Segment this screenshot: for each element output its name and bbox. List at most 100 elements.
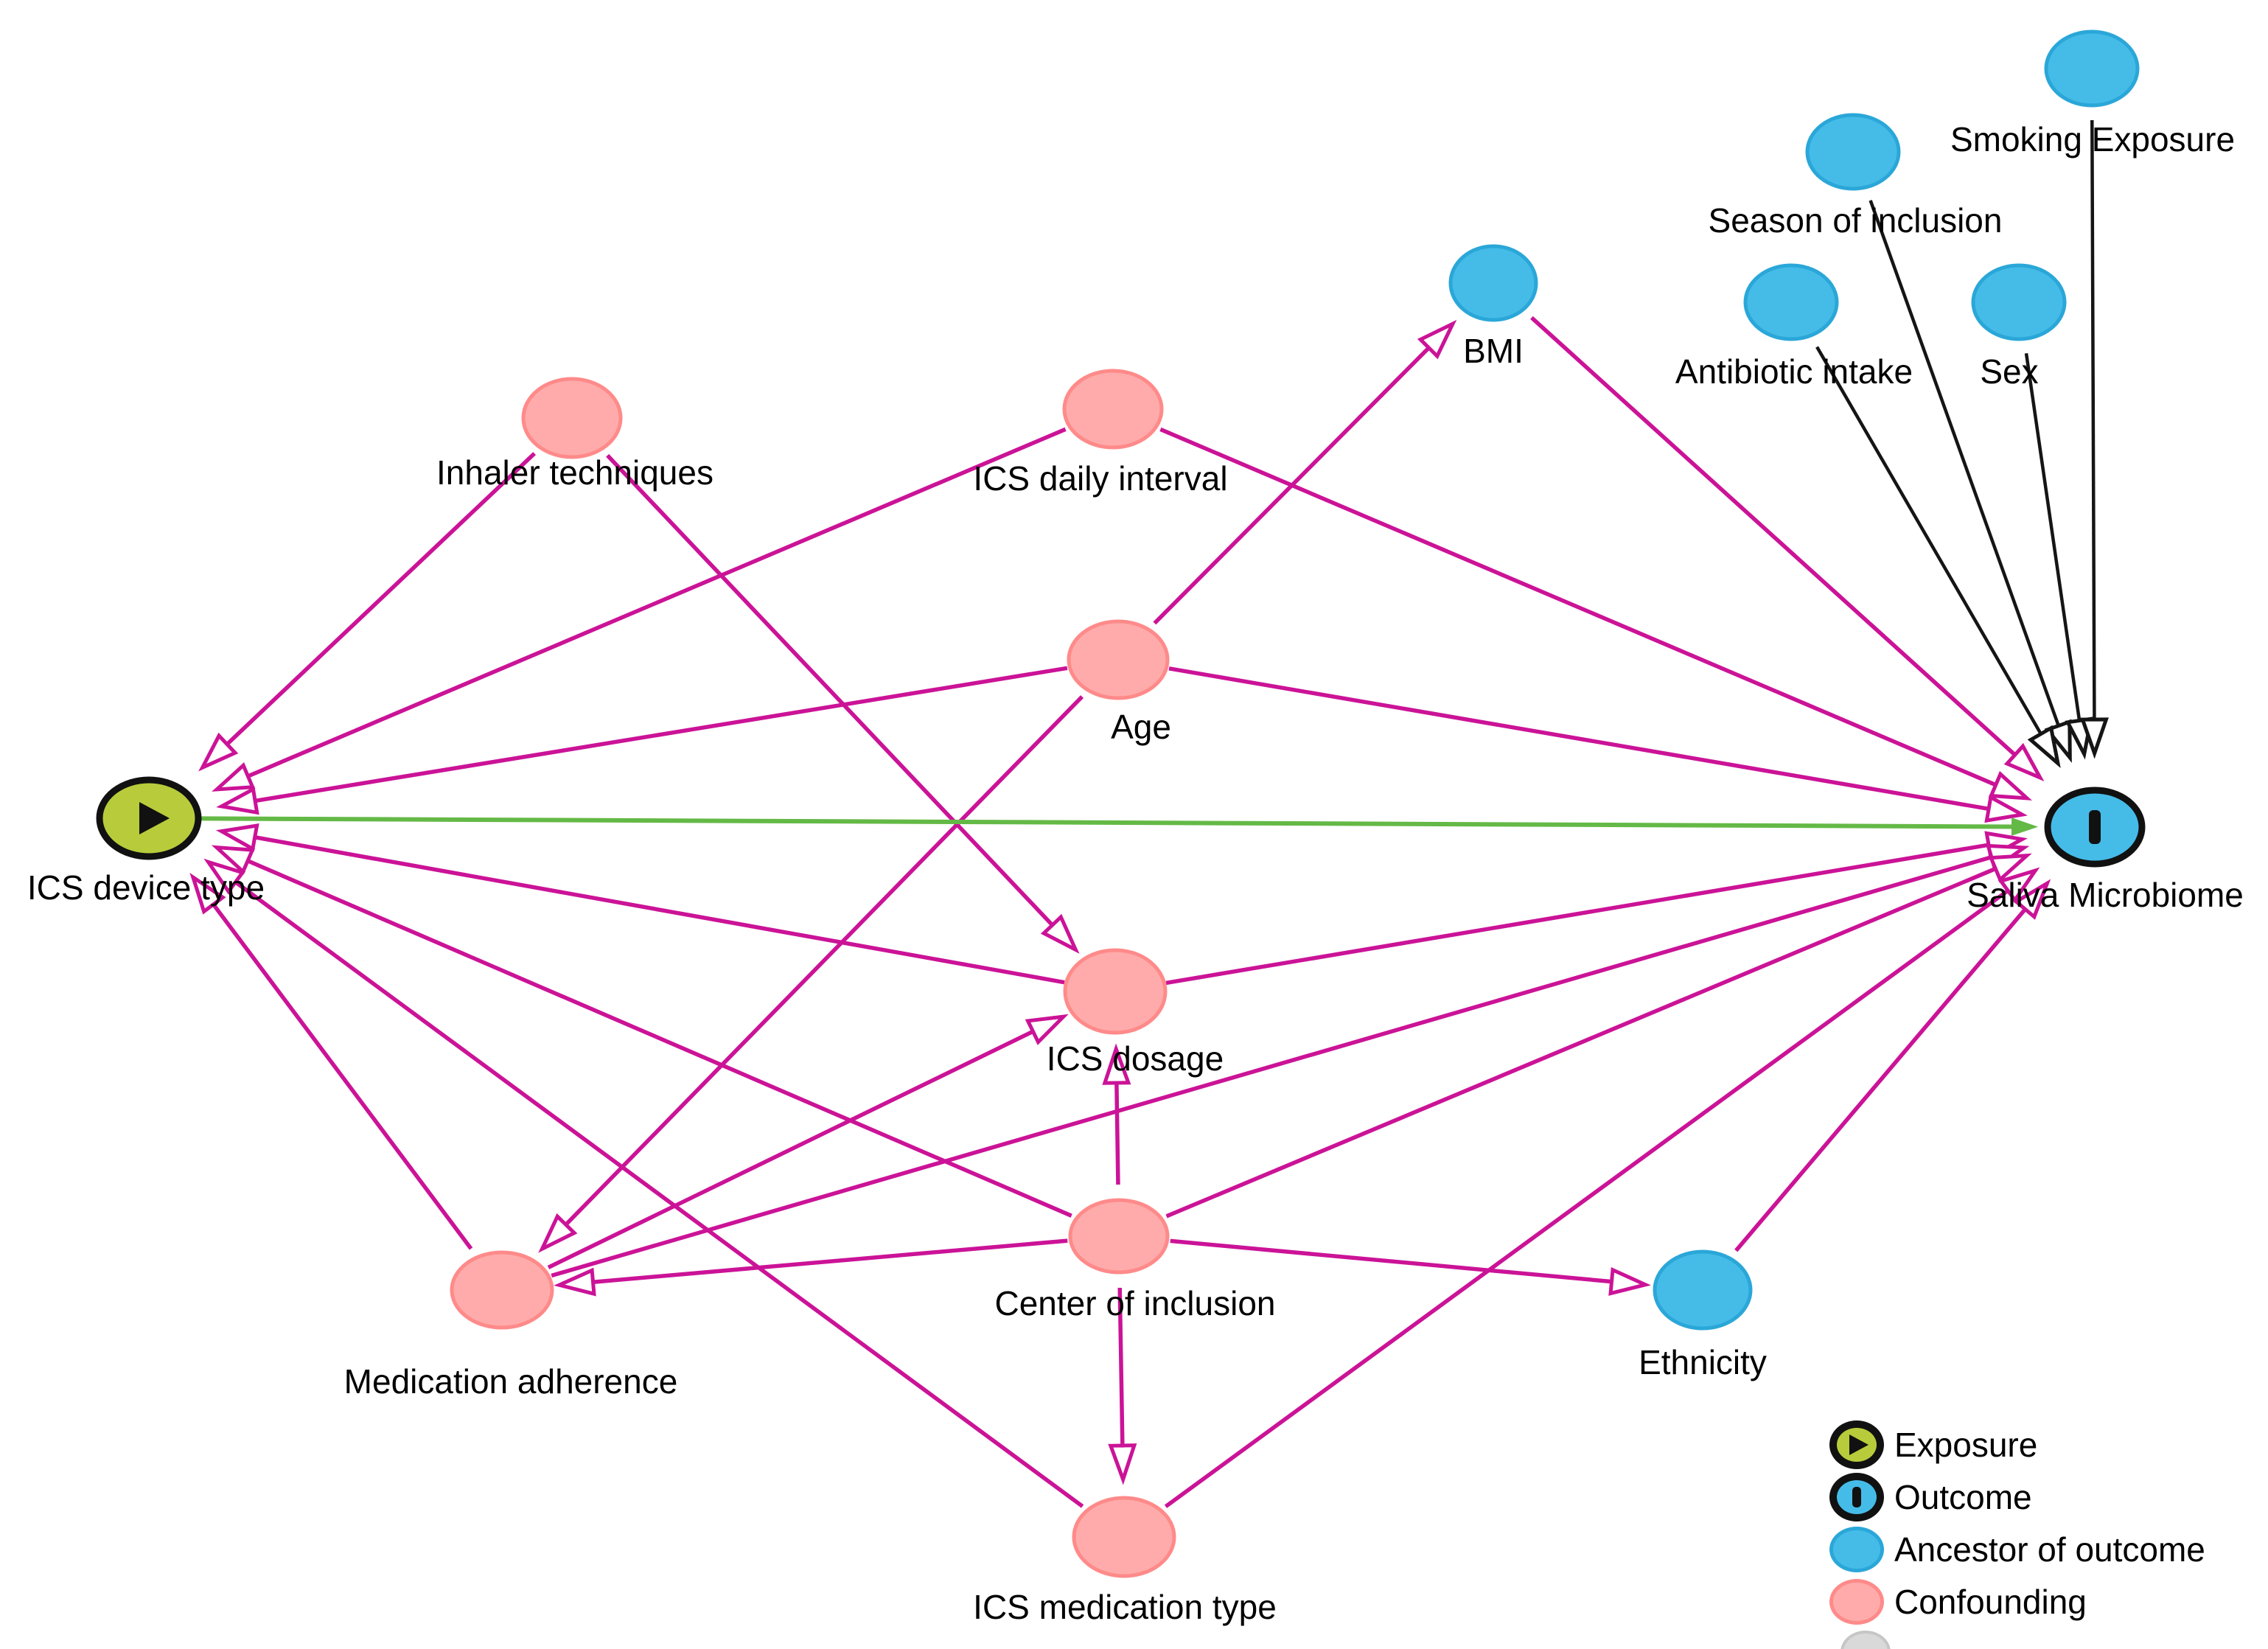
node-antibiotic-intake[interactable] <box>1743 263 1839 341</box>
edge-antibiotic-intake-to-saliva-microbiome <box>1815 346 2061 769</box>
edge-center-of-inclusion-to-ics-device-type <box>211 845 1072 1218</box>
arrowhead-icon <box>554 1267 596 1297</box>
vertical-bar-icon <box>2089 810 2101 844</box>
edge-line <box>2090 119 2096 720</box>
arrowhead-icon <box>1988 770 2032 801</box>
arrowhead-icon <box>2003 742 2045 782</box>
edge-line <box>593 1238 1068 1284</box>
node-label-ics-daily-interval: ICS daily interval <box>973 459 1227 498</box>
edge-line <box>212 903 473 1250</box>
node-ellipse-ethnicity[interactable] <box>1653 1249 1753 1331</box>
edge-medication-adherence-to-saliva-microbiome <box>551 843 2030 1278</box>
exposure-legend-icon <box>1829 1420 1884 1469</box>
edge-line <box>234 880 1084 1508</box>
node-ics-device-type[interactable] <box>96 776 202 860</box>
arrowhead-icon <box>2027 725 2061 769</box>
node-ellipse-ics-daily-interval[interactable] <box>1062 369 1164 450</box>
node-label-sex: Sex <box>1980 352 2038 391</box>
arrowhead-icon <box>1984 794 2028 823</box>
legend-item-label: Outcome <box>1894 1477 2032 1516</box>
node-ellipse-ics-dosage[interactable] <box>1063 948 1168 1035</box>
edge-line <box>564 695 1084 1227</box>
arrowhead-icon <box>1608 1266 1651 1296</box>
node-label-ics-device-type: ICS device type <box>27 868 265 907</box>
arrowhead-icon <box>1102 1043 1131 1085</box>
node-label-center-of-inclusion: Center of inclusion <box>995 1284 1276 1322</box>
edge-line <box>1734 907 2027 1252</box>
legend-item-label: Exposure <box>1894 1425 2038 1464</box>
edge-sex-to-saliva-microbiome <box>2024 352 2094 760</box>
edge-line <box>1114 1082 1120 1185</box>
edge-line <box>1530 315 2017 757</box>
legend-item-label: Confounding <box>1894 1582 2087 1621</box>
edge-line <box>1159 427 1997 787</box>
node-label-age: Age <box>1111 708 1171 746</box>
legend: Exposure Outcome Ancestor of outcome Con… <box>1829 1418 2205 1628</box>
edge-line <box>551 855 1992 1278</box>
edge-ics-dosage-to-ics-device-type <box>215 823 1065 985</box>
confounding-legend-icon <box>1829 1578 1884 1625</box>
arrowhead-icon <box>1108 1443 1137 1485</box>
node-sex[interactable] <box>1971 263 2067 341</box>
edge-line <box>1170 1238 1612 1284</box>
node-label-smoking-exposure: Smoking Exposure <box>1950 120 2235 158</box>
node-ics-dosage[interactable] <box>1063 948 1168 1035</box>
edge-inhaler-techniques-to-ics-dosage <box>606 453 1080 954</box>
arrowhead-icon <box>538 1213 578 1253</box>
node-inhaler-techniques[interactable] <box>521 377 623 459</box>
outcome-legend-icon <box>1829 1472 1884 1521</box>
node-smoking-exposure[interactable] <box>2044 29 2140 108</box>
edges-layer <box>189 119 2109 1508</box>
node-label-inhaler-techniques: Inhaler techniques <box>436 453 713 492</box>
arrowhead-icon <box>2013 879 2051 920</box>
legend-item-outcome: Outcome <box>1829 1471 2205 1523</box>
node-ellipse-antibiotic-intake[interactable] <box>1743 263 1839 341</box>
edge-ics-daily-interval-to-saliva-microbiome <box>1159 427 2032 801</box>
arrowhead-icon <box>1997 867 2040 904</box>
edge-line <box>1164 888 2009 1508</box>
node-ethnicity[interactable] <box>1653 1249 1753 1331</box>
edge-line <box>226 452 537 746</box>
nodes-layer <box>96 29 2146 1578</box>
arrowhead-icon <box>2011 817 2039 836</box>
node-ics-medication-type[interactable] <box>1072 1496 1176 1578</box>
edge-line <box>547 1029 1034 1269</box>
node-ellipse-center-of-inclusion[interactable] <box>1068 1198 1170 1275</box>
node-ellipse-medication-adherence[interactable] <box>450 1250 554 1330</box>
edge-medication-adherence-to-ics-device-type <box>189 872 473 1250</box>
edge-line <box>254 666 1068 803</box>
arrowhead-icon <box>1988 853 2032 883</box>
node-ellipse-season-of-inclusion[interactable] <box>1805 113 1901 191</box>
edge-ics-dosage-to-saliva-microbiome <box>1165 831 2028 986</box>
edge-line <box>1869 200 2060 727</box>
node-age[interactable] <box>1067 619 1170 700</box>
node-ellipse-bmi[interactable] <box>1448 244 1538 322</box>
node-season-of-inclusion[interactable] <box>1805 113 1901 191</box>
node-bmi[interactable] <box>1448 244 1538 322</box>
node-label-ics-dosage: ICS dosage <box>1047 1039 1224 1078</box>
arrowhead-icon <box>216 786 259 815</box>
edge-center-of-inclusion-to-ics-medication-type <box>1108 1287 1137 1485</box>
node-saliva-microbiome[interactable] <box>2044 787 2146 868</box>
legend-item-label: Ancestor of outcome <box>1894 1530 2205 1569</box>
arrowhead-icon <box>1040 913 1080 954</box>
node-medication-adherence[interactable] <box>450 1250 554 1330</box>
node-ellipse-smoking-exposure[interactable] <box>2044 29 2140 108</box>
edge-bmi-to-saliva-microbiome <box>1530 315 2045 782</box>
node-ellipse-sex[interactable] <box>1971 263 2067 341</box>
node-label-bmi: BMI <box>1463 332 1524 370</box>
arrowhead-icon <box>215 823 259 852</box>
node-ellipse-inhaler-techniques[interactable] <box>521 377 623 459</box>
edge-age-to-ics-device-type <box>216 666 1068 815</box>
node-ellipse-age[interactable] <box>1067 619 1170 700</box>
edge-center-of-inclusion-to-medication-adherence <box>554 1238 1068 1297</box>
edge-line <box>1117 1287 1125 1446</box>
edge-medication-adherence-to-ics-dosage <box>547 1014 1069 1269</box>
node-center-of-inclusion[interactable] <box>1068 1198 1170 1275</box>
node-ics-daily-interval[interactable] <box>1062 369 1164 450</box>
edge-line <box>1815 346 2042 735</box>
edge-smoking-exposure-to-saliva-microbiome <box>2079 119 2109 759</box>
node-ellipse-ics-medication-type[interactable] <box>1072 1496 1176 1578</box>
